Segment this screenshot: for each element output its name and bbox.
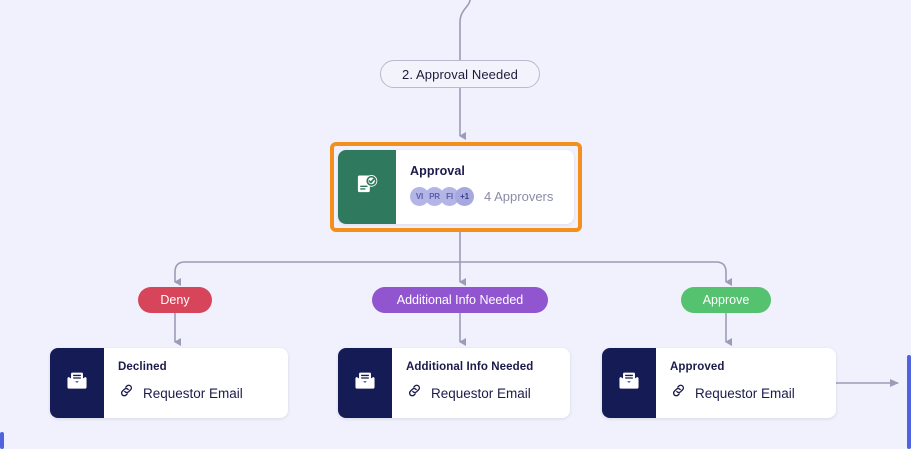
stage-label-pill[interactable]: 2. Approval Needed	[380, 60, 540, 88]
outcome-card-body: Approved Requestor Email	[656, 348, 836, 418]
outcome-icon-container	[50, 348, 104, 418]
outcome-card-link[interactable]: Requestor Email	[118, 382, 278, 404]
branch-additional-info-label: Additional Info Needed	[396, 293, 524, 307]
outcome-card-additional-info[interactable]: Additional Info Needed Requestor Email	[338, 348, 570, 418]
outcome-card-declined[interactable]: Declined Requestor Email	[50, 348, 288, 418]
outcome-card-body: Declined Requestor Email	[104, 348, 288, 418]
approval-node-body: Approval VI PR FI +1 4 Approvers	[396, 150, 574, 224]
outcome-card-title: Additional Info Needed	[406, 361, 534, 373]
branch-approve[interactable]: Approve	[681, 287, 771, 313]
branch-approve-label: Approve	[702, 293, 750, 307]
outcome-card-link[interactable]: Requestor Email	[670, 382, 826, 404]
edge-branch-approve	[460, 261, 732, 286]
avatar[interactable]: VI	[410, 187, 429, 206]
email-envelope-icon	[352, 368, 378, 399]
approval-node-card[interactable]: Approval VI PR FI +1 4 Approvers	[338, 150, 574, 224]
outcome-card-title: Approved	[670, 361, 725, 373]
approval-icon-container	[338, 150, 396, 224]
avatar[interactable]: FI	[440, 187, 459, 206]
outcome-card-link-label: Requestor Email	[143, 385, 243, 401]
approvers-row: VI PR FI +1 4 Approvers	[410, 187, 562, 206]
outcome-card-link[interactable]: Requestor Email	[406, 382, 560, 404]
branch-additional-info[interactable]: Additional Info Needed	[372, 287, 548, 313]
outcome-icon-container	[602, 348, 656, 418]
link-chain-icon	[118, 382, 135, 404]
link-chain-icon	[406, 382, 423, 404]
approvers-count-label: 4 Approvers	[484, 189, 554, 204]
approval-document-check-icon	[354, 172, 380, 203]
email-envelope-icon	[616, 368, 642, 399]
avatar[interactable]: PR	[425, 187, 444, 206]
link-chain-icon	[670, 382, 687, 404]
avatar-overflow-badge[interactable]: +1	[455, 187, 474, 206]
email-envelope-icon	[64, 368, 90, 399]
approver-avatars[interactable]: VI PR FI +1	[410, 187, 474, 206]
outcome-card-approved[interactable]: Approved Requestor Email	[602, 348, 836, 418]
approval-node-title: Approval	[410, 164, 465, 178]
branch-deny[interactable]: Deny	[138, 287, 212, 313]
viewport-edge-indicator-right	[907, 355, 911, 449]
outcome-card-link-label: Requestor Email	[695, 385, 795, 401]
outcome-card-title: Declined	[118, 361, 167, 373]
branch-deny-label: Deny	[160, 293, 190, 307]
viewport-edge-indicator-left	[0, 432, 4, 449]
approval-node-selected[interactable]: Approval VI PR FI +1 4 Approvers	[330, 142, 582, 232]
stage-label-text: 2. Approval Needed	[402, 66, 518, 82]
outcome-card-link-label: Requestor Email	[431, 385, 531, 401]
outcome-card-body: Additional Info Needed Requestor Email	[392, 348, 570, 418]
outcome-icon-container	[338, 348, 392, 418]
edge-branch-deny	[174, 261, 460, 286]
edge-incoming-top	[459, 0, 471, 60]
